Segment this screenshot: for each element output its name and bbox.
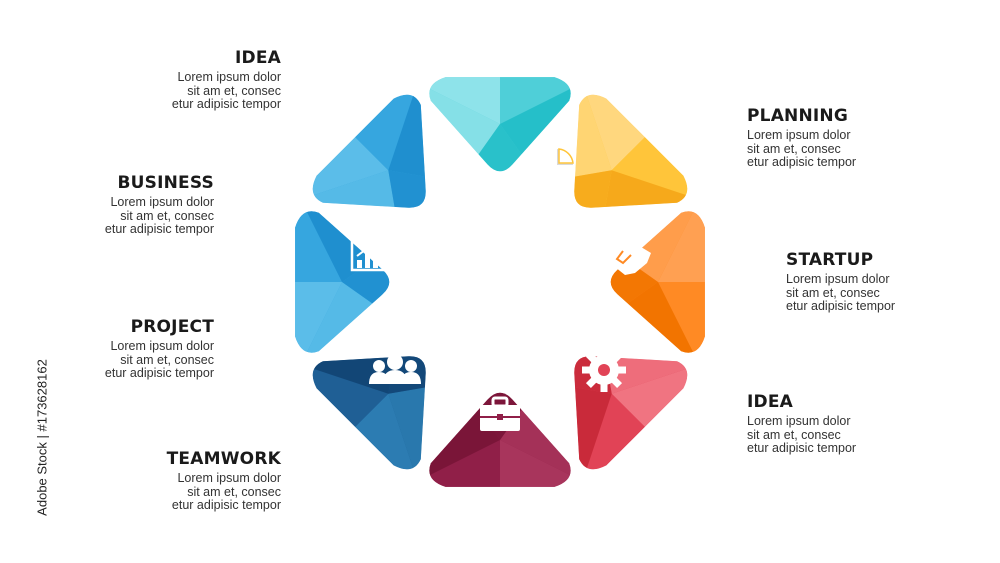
label-title: TEAMWORK xyxy=(166,449,281,469)
segment-1 xyxy=(429,77,571,172)
segment-7 xyxy=(295,211,390,353)
label-body: Lorem ipsum dolor sit am et, consec etur… xyxy=(747,128,857,169)
label-body: Lorem ipsum dolor sit am et, consec etur… xyxy=(171,70,281,111)
segment-2 xyxy=(574,94,688,208)
label-teamwork: TEAMWORK Lorem ipsum dolor sit am et, co… xyxy=(61,449,281,513)
pie-chart-icon xyxy=(541,148,574,181)
label-body: Lorem ipsum dolor sit am et, consec etur… xyxy=(104,339,214,380)
label-body: Lorem ipsum dolor sit am et, consec etur… xyxy=(171,471,281,512)
label-startup: STARTUP Lorem ipsum dolor sit am et, con… xyxy=(786,250,1000,314)
label-planning: PLANNING Lorem ipsum dolor sit am et, co… xyxy=(747,106,967,170)
label-title: IDEA xyxy=(234,48,281,68)
bar-chart-icon xyxy=(350,236,390,272)
label-title: STARTUP xyxy=(786,250,874,270)
handshake-icon xyxy=(603,247,651,275)
label-title: IDEA xyxy=(747,392,794,412)
label-business: BUSINESS Lorem ipsum dolor sit am et, co… xyxy=(0,173,214,237)
segment-5 xyxy=(429,392,571,487)
label-idea-bottom: IDEA Lorem ipsum dolor sit am et, consec… xyxy=(747,392,967,456)
label-body: Lorem ipsum dolor sit am et, consec etur… xyxy=(786,272,896,313)
label-title: PLANNING xyxy=(747,106,849,126)
label-idea-top: IDEA Lorem ipsum dolor sit am et, consec… xyxy=(61,48,281,112)
gear-icon xyxy=(582,348,626,392)
label-title: PROJECT xyxy=(130,317,214,337)
lightbulb-icon xyxy=(421,142,463,182)
team-icon xyxy=(369,354,421,384)
segment-3 xyxy=(610,211,705,353)
label-project: PROJECT Lorem ipsum dolor sit am et, con… xyxy=(0,317,214,381)
label-body: Lorem ipsum dolor sit am et, consec etur… xyxy=(747,414,857,455)
label-title: BUSINESS xyxy=(117,173,214,193)
segment-8 xyxy=(312,94,426,208)
stock-id-text: Adobe Stock | #173628162 xyxy=(34,359,50,516)
label-body: Lorem ipsum dolor sit am et, consec etur… xyxy=(104,195,214,236)
briefcase-icon xyxy=(480,396,520,431)
